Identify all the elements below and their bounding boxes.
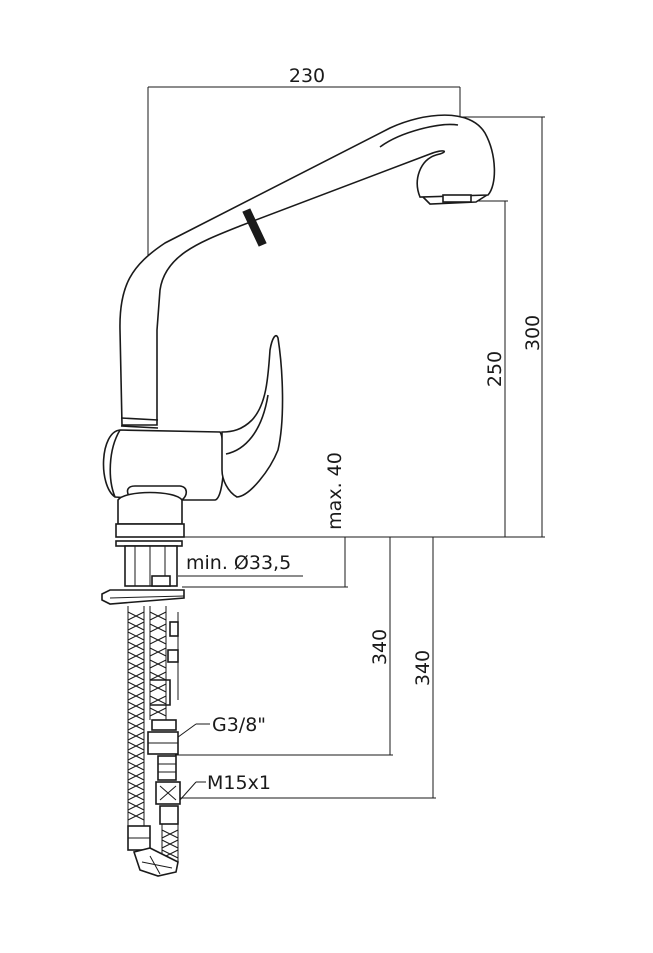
hose2-length-label: 340 xyxy=(412,650,434,686)
shank-nut xyxy=(151,575,171,587)
lever-handle xyxy=(221,334,284,498)
mixer-body-edge xyxy=(109,429,121,498)
mounting-hardware xyxy=(101,540,185,605)
hose-bottom-cap-detail xyxy=(141,855,173,875)
outlet-fitting-cross xyxy=(159,785,177,801)
hose-left-braid xyxy=(127,611,145,821)
spout-height-label: 250 xyxy=(484,351,506,387)
hose-right-clip xyxy=(169,621,179,637)
base-plate xyxy=(115,523,185,538)
dimension-lines xyxy=(147,86,545,801)
faucet-body xyxy=(102,114,496,538)
spout-outline xyxy=(119,114,496,426)
height-label: 300 xyxy=(522,315,544,351)
hose-left-outline xyxy=(127,606,145,828)
base-skirt xyxy=(117,491,183,525)
lever-contour xyxy=(225,394,269,455)
inlet-thread-label: G3/8" xyxy=(212,714,266,736)
thickness-label: max. 40 xyxy=(324,452,346,530)
hose-right-clip-2 xyxy=(167,649,179,663)
fixing-plate-line xyxy=(109,595,185,599)
column-ring-2 xyxy=(120,425,159,429)
mixer-body xyxy=(102,429,225,501)
spout-ring xyxy=(242,208,267,247)
hose-middle-braid xyxy=(149,611,167,717)
hose1-length-label: 340 xyxy=(369,629,391,665)
hose-bottom-cap xyxy=(132,847,179,877)
outlet-fitting-collar xyxy=(159,805,179,825)
spray-head-contour xyxy=(379,123,459,148)
spray-nozzle xyxy=(422,194,488,205)
coupling-body xyxy=(157,755,177,781)
nozzle-aerator xyxy=(442,194,472,203)
diameter-label: min. Ø33,5 xyxy=(186,552,291,574)
hose-bracket xyxy=(150,679,171,706)
outlet-leader-diagonal xyxy=(179,781,197,801)
width-label: 230 xyxy=(289,65,325,87)
flexible-hoses xyxy=(127,606,181,877)
column-ring-1 xyxy=(120,417,159,421)
inlet-fitting-collar xyxy=(151,719,177,731)
outlet-thread-label: M15x1 xyxy=(207,772,271,794)
hose-lower-right-braid xyxy=(161,829,179,859)
